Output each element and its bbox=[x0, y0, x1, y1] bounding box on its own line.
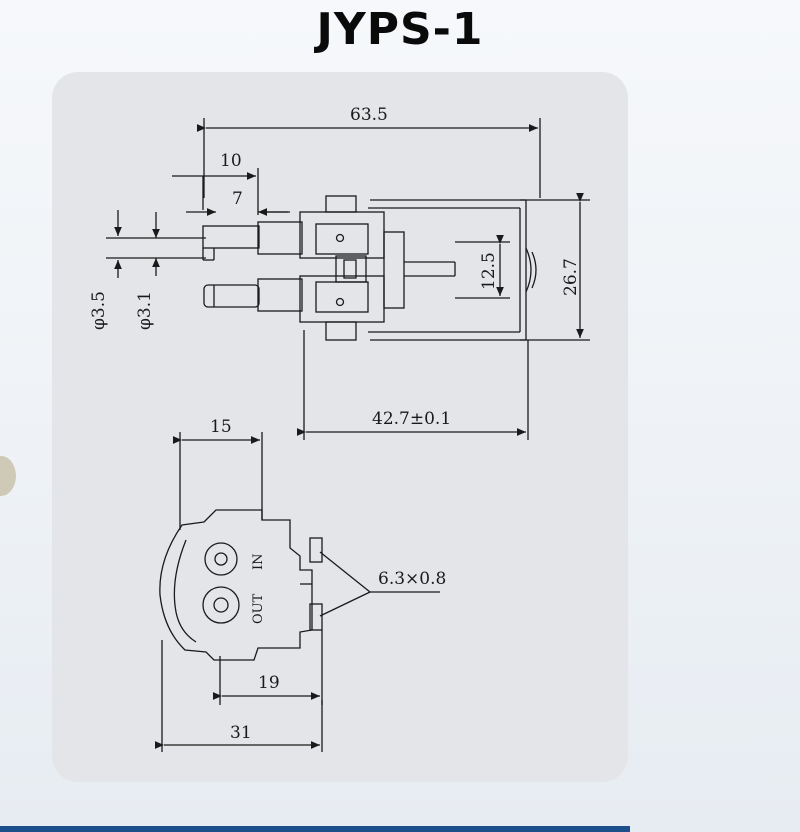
dim-pipe-outer: φ3.5 bbox=[89, 291, 109, 330]
dim-offset-10: 10 bbox=[220, 151, 242, 171]
dim-width-31: 31 bbox=[230, 723, 252, 743]
drawing-panel bbox=[52, 72, 628, 782]
dim-width-19: 19 bbox=[258, 673, 280, 693]
dim-offset-7: 7 bbox=[232, 189, 243, 209]
decorative-circle bbox=[0, 456, 16, 496]
dim-inner-height: 12.5 bbox=[479, 252, 499, 290]
dim-height: 26.7 bbox=[561, 258, 581, 296]
dim-body-length: 42.7±0.1 bbox=[372, 409, 451, 429]
page-title: JYPS-1 bbox=[316, 4, 484, 55]
bottom-accent-bar bbox=[0, 826, 630, 832]
dim-length-total: 63.5 bbox=[350, 105, 388, 125]
label-inlet: IN bbox=[251, 553, 266, 570]
dim-width-15: 15 bbox=[210, 417, 232, 437]
dim-terminal: 6.3×0.8 bbox=[378, 569, 446, 589]
label-outlet: OUT bbox=[251, 593, 266, 624]
dim-pipe-inner: φ3.1 bbox=[135, 291, 155, 330]
